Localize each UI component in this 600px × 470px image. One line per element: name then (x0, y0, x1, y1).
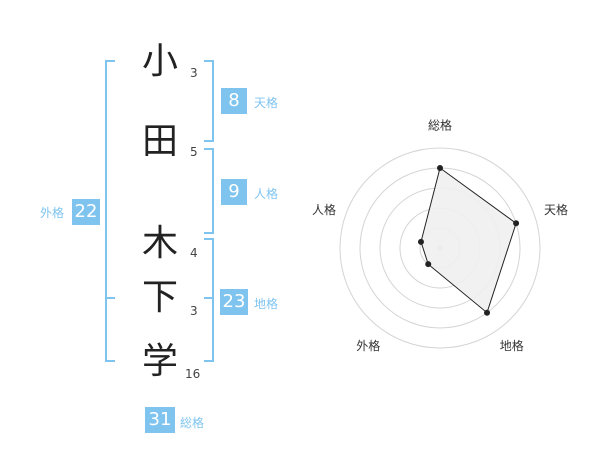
soukaku-value: 31 (145, 407, 175, 433)
radar-axis-label-2: 天格 (544, 202, 568, 217)
radar-point-5 (417, 238, 424, 245)
jinkaku-bracket (204, 148, 214, 234)
radar-axis-label-4: 外格 (356, 338, 380, 353)
radar-axis-label-1: 総格 (428, 118, 452, 133)
stroke-count-5: 16 (185, 367, 201, 381)
stroke-count-4: 3 (190, 304, 198, 318)
name-char-4: 下 (141, 277, 178, 318)
jinkaku-value: 9 (221, 179, 247, 205)
name-char-5: 学 (141, 341, 178, 382)
name-char-3: 木 (141, 223, 178, 264)
gaikaku-bracket (105, 60, 115, 362)
radar-axis-label-5: 人格 (312, 202, 336, 217)
soukaku-label: 総格 (180, 416, 205, 430)
chikaku-value: 23 (220, 289, 248, 315)
radar-point-4 (425, 261, 432, 268)
radar-point-2 (513, 220, 520, 227)
gaikaku-label: 外格 (40, 206, 65, 220)
chikaku-bracket (204, 238, 214, 362)
radar-area (420, 167, 517, 314)
tenkaku-bracket (204, 60, 214, 142)
radar-point-1 (437, 165, 443, 171)
name-char-2: 田 (141, 121, 178, 162)
chikaku-label: 地格 (254, 297, 279, 311)
gaikaku-bracket-tick (105, 297, 115, 299)
radar-point-3 (484, 309, 491, 316)
name-char-1: 小 (141, 41, 178, 82)
chikaku-bracket-tick (204, 297, 214, 299)
radar-axis-label-3: 地格 (500, 338, 524, 353)
jinkaku-label: 人格 (254, 187, 279, 201)
tenkaku-value: 8 (221, 88, 247, 114)
stroke-count-2: 5 (190, 145, 198, 159)
radar-points (417, 165, 520, 316)
radar-ring (339, 147, 541, 349)
gaikaku-value: 22 (72, 199, 100, 225)
stroke-count-3: 4 (190, 246, 198, 260)
stroke-count-1: 3 (190, 66, 198, 80)
tenkaku-label: 天格 (254, 96, 279, 110)
